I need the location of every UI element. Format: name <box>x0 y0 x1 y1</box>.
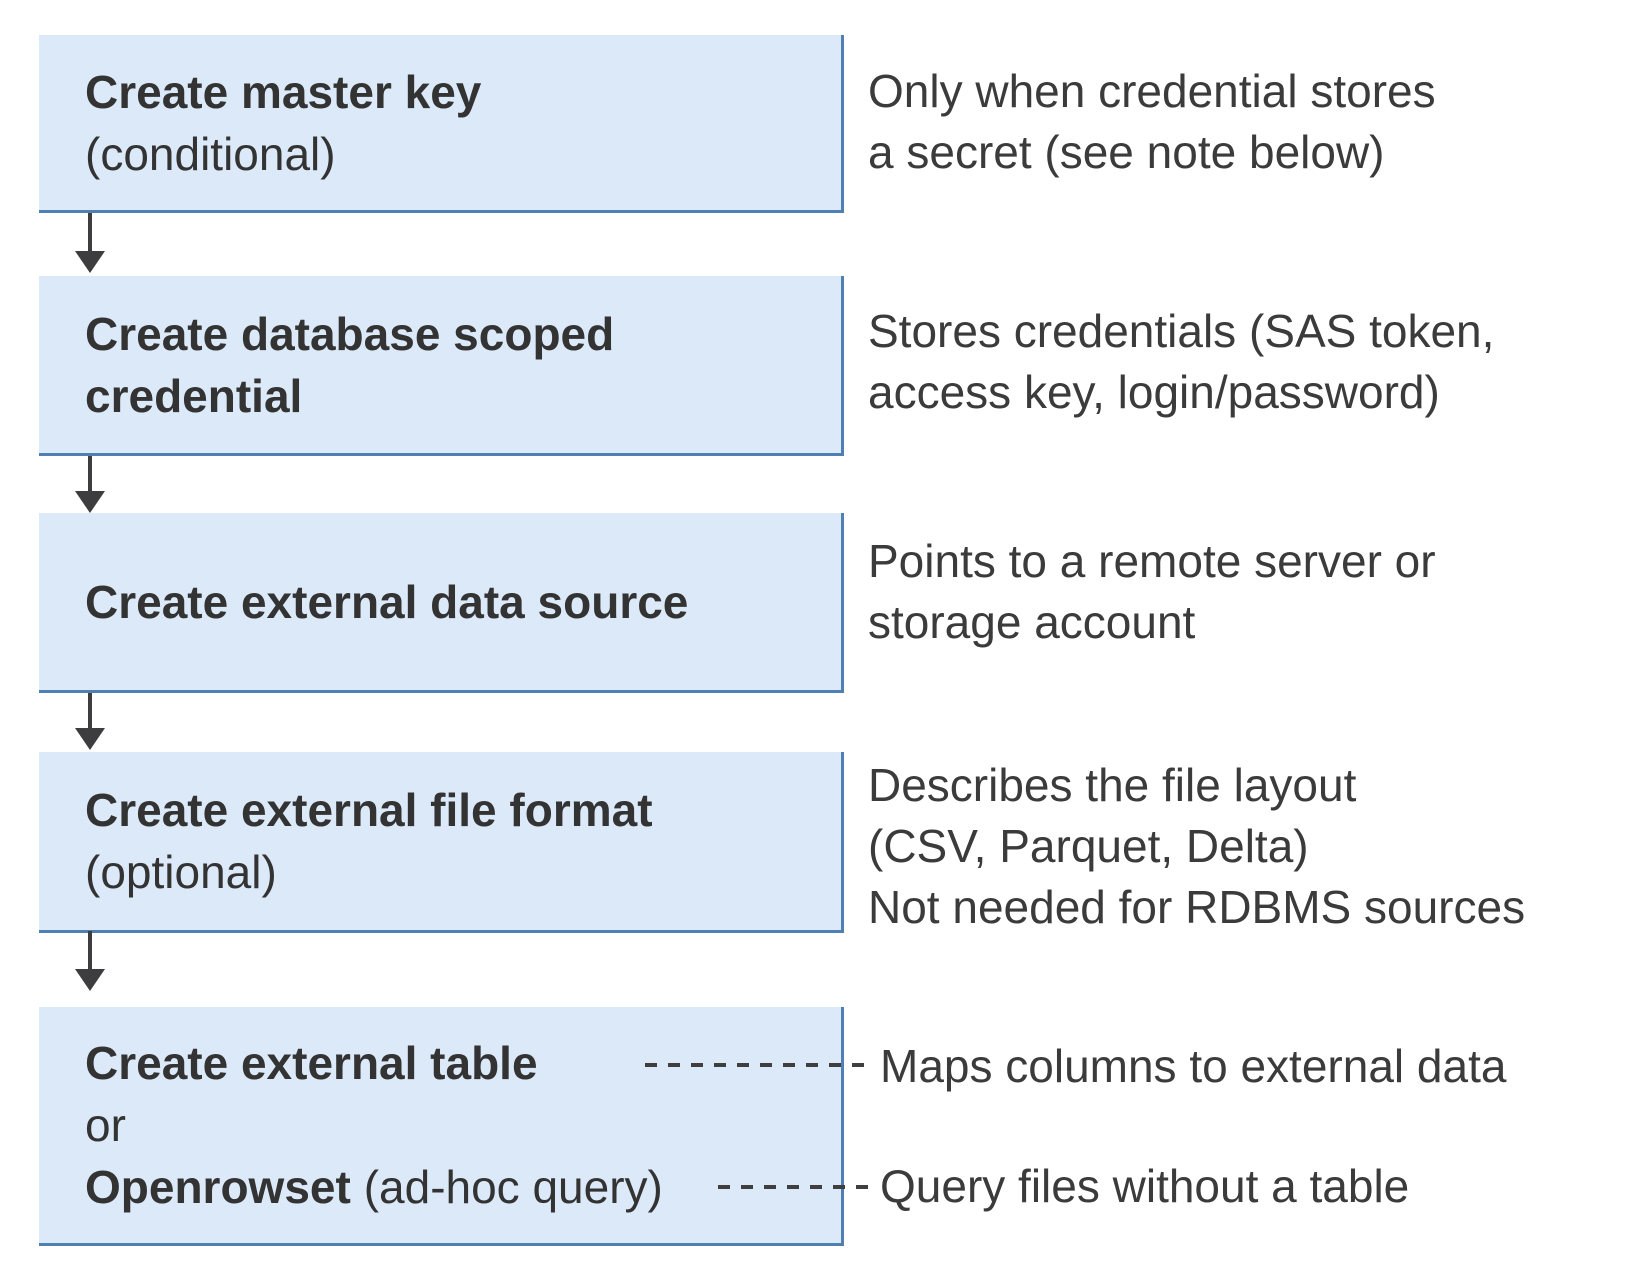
arrow-stem <box>88 693 92 728</box>
down-arrow-icon <box>75 931 105 991</box>
arrow-stem <box>88 456 92 491</box>
step-option-external-table: Create external table <box>85 1037 538 1089</box>
annotation-external-file-format: Describes the file layout (CSV, Parquet,… <box>868 755 1525 938</box>
down-arrow-icon <box>75 213 105 273</box>
annotation-line: Only when credential stores <box>868 65 1436 117</box>
dashed-connector-openrowset <box>718 1185 870 1189</box>
down-arrow-icon <box>75 693 105 750</box>
annotation-line: Maps columns to external data <box>880 1040 1507 1092</box>
annotation-external-data-source: Points to a remote server or storage acc… <box>868 531 1436 653</box>
down-arrow-icon <box>75 456 105 513</box>
annotation-database-scoped-credential: Stores credentials (SAS token, access ke… <box>868 301 1494 423</box>
step-note: (conditional) <box>85 127 336 180</box>
arrow-head <box>75 969 105 991</box>
arrow-stem <box>88 931 92 969</box>
step-title: Create external file format <box>85 784 653 836</box>
arrow-head <box>75 251 105 273</box>
annotation-external-table: Maps columns to external data <box>880 1036 1506 1097</box>
arrow-head <box>75 728 105 750</box>
step-box-create-external-data-source: Create external data source <box>39 513 844 693</box>
annotation-line: access key, login/password) <box>868 366 1440 418</box>
annotation-line: Stores credentials (SAS token, <box>868 305 1495 357</box>
annotation-line: storage account <box>868 596 1196 648</box>
annotation-line: Not needed for RDBMS sources <box>868 881 1526 933</box>
step-title: Create master key <box>85 65 482 118</box>
annotation-line: (CSV, Parquet, Delta) <box>868 820 1309 872</box>
step-title: Create database scoped credential <box>85 307 615 422</box>
arrow-stem <box>88 213 92 251</box>
step-option-openrowset-label: Openrowset <box>85 1161 351 1213</box>
arrow-head <box>75 491 105 513</box>
annotation-line: Query files without a table <box>880 1160 1410 1212</box>
step-conjunction: or <box>85 1099 126 1151</box>
step-box-create-database-scoped-credential: Create database scoped credential <box>39 276 844 456</box>
annotation-line: a secret (see note below) <box>868 126 1385 178</box>
annotation-line: Points to a remote server or <box>868 535 1436 587</box>
step-box-create-external-table-or-openrowset: Create external table or Openrowset(ad-h… <box>39 1007 844 1246</box>
annotation-openrowset: Query files without a table <box>880 1156 1409 1217</box>
step-box-create-master-key: Create master key (conditional) <box>39 35 844 213</box>
step-title: Create external data source <box>85 575 689 628</box>
dashed-connector-external-table <box>645 1063 870 1067</box>
step-option-openrowset-note: (ad-hoc query) <box>363 1161 663 1213</box>
step-note: (optional) <box>85 846 277 898</box>
annotation-master-key: Only when credential stores a secret (se… <box>868 61 1436 183</box>
annotation-line: Describes the file layout <box>868 759 1357 811</box>
step-option-openrowset: Openrowset(ad-hoc query) <box>85 1156 781 1218</box>
step-box-create-external-file-format: Create external file format (optional) <box>39 752 844 933</box>
